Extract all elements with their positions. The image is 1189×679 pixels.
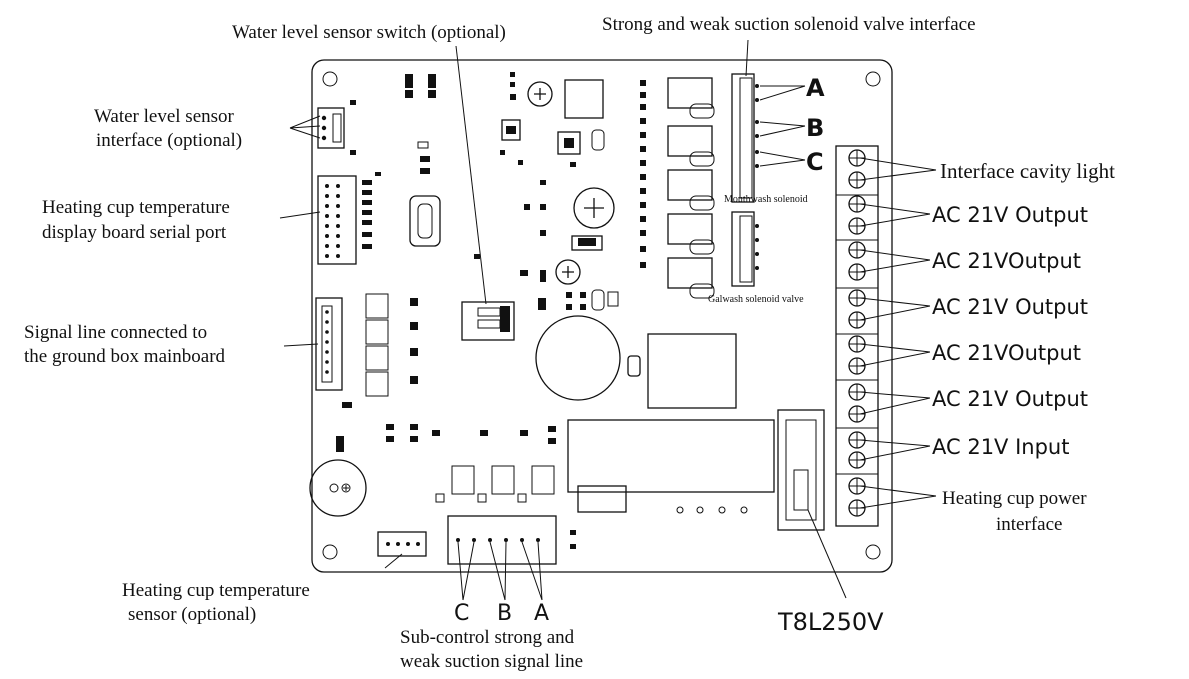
label-output-5: AC 21V Output: [932, 387, 1088, 411]
crystal-component: [409, 195, 441, 247]
serial-port-header: [317, 175, 372, 265]
label-output-3: AC 21V Output: [932, 295, 1088, 319]
subcontrol-connector: [447, 515, 557, 565]
label-mouthwash: Mouthwash solenoid: [724, 194, 808, 205]
large-capacitor: [535, 315, 621, 401]
capacitor-small-2: [555, 259, 581, 285]
terminal-screw-slot: [849, 406, 865, 422]
mount-hole-icon: [865, 71, 881, 87]
label-galwash: Galwash solenoid valve: [708, 294, 804, 305]
label-letter-a: A: [806, 74, 825, 102]
label-temp-sensor-2: sensor (optional): [128, 604, 256, 625]
label-letter-c: C: [806, 148, 824, 176]
label-temp-sensor-1: Heating cup temperature: [122, 580, 310, 601]
mount-hole-icon: [322, 544, 338, 560]
mount-hole-icon: [322, 71, 338, 87]
transformer: [647, 333, 737, 409]
label-water-sensor-1: Water level sensor: [94, 106, 235, 127]
label-output-4: AC 21VOutput: [932, 341, 1081, 365]
label-solenoid-interface: Strong and weak suction solenoid valve i…: [602, 14, 976, 35]
label-input: AC 21V Input: [932, 435, 1069, 459]
main-relay: [567, 419, 775, 493]
label-cavity-light: Interface cavity light: [940, 159, 1115, 183]
label-letter-b: B: [806, 114, 824, 142]
label-subcontrol-1: Sub-control strong and: [400, 627, 575, 648]
solenoid-connector-bottom: [731, 211, 759, 287]
label-fuse: T8L250V: [777, 608, 884, 636]
capacitor-small: [527, 81, 553, 107]
label-signal-line-1: Signal line connected to: [24, 322, 207, 343]
label-heating-power-2: interface: [996, 514, 1062, 535]
label-signal-line-2: the ground box mainboard: [24, 346, 226, 367]
label-bottom-a: A: [534, 601, 549, 626]
dip-switch: [461, 254, 515, 341]
signal-line-connector: [315, 297, 343, 391]
ic-chip: [564, 79, 604, 119]
label-output-1: AC 21V Output: [932, 203, 1088, 227]
relay-column: [640, 77, 715, 299]
label-temp-display-1: Heating cup temperature: [42, 197, 230, 218]
label-output-2: AC 21VOutput: [932, 249, 1081, 273]
pcb-board: [311, 59, 893, 573]
buzzer: [309, 459, 367, 517]
label-bottom-b: B: [497, 601, 512, 626]
label-water-level-switch: Water level sensor switch (optional): [232, 22, 506, 43]
terminal-block: [835, 145, 879, 527]
temp-sensor-connector: [377, 531, 427, 557]
label-bottom-c: C: [454, 601, 469, 626]
mount-hole-icon: [865, 544, 881, 560]
leader-lines: [279, 39, 937, 601]
fuse-holder: [777, 409, 825, 531]
capacitor-medium: [573, 187, 615, 229]
water-sensor-connector: [317, 107, 345, 149]
label-water-sensor-2: interface (optional): [96, 130, 242, 151]
small-components-left: [336, 74, 436, 452]
label-subcontrol-2: weak suction signal line: [400, 651, 583, 672]
label-temp-display-2: display board serial port: [42, 222, 227, 243]
label-heating-power-1: Heating cup power: [942, 488, 1087, 509]
solenoid-connector-top: [731, 73, 759, 203]
